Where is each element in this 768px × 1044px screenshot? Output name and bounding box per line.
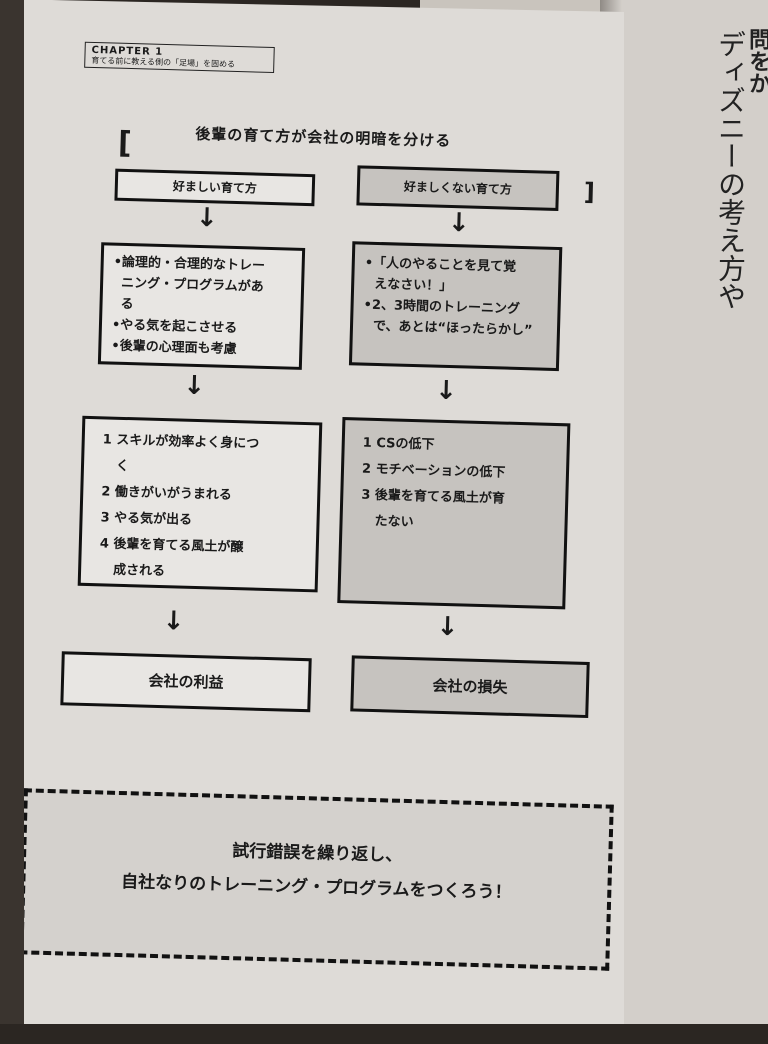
left-results-box: 1 スキルが効率よく身につ く 2 働きがいがうまれる 3 やる気が出る 4 後… [77,415,323,593]
right-page-text: ディズニーの考え方や [714,30,747,310]
right-results-box: 1 CSの低下 2 モチベーションの低下 3 後輩を育てる風土が育 たない [337,417,571,610]
right-header: 好ましくない育て方 [403,179,513,197]
bracket-close: ] [583,177,596,207]
left-header: 好ましい育て方 [172,179,258,196]
list-item: で、あとは“ほったらかし” [372,318,533,339]
arrow-down-icon: ↓ [195,202,219,234]
right-outcome: 会社の損失 [432,676,508,697]
arrow-down-icon: ↓ [182,370,206,402]
bracket-open: [ [117,125,133,162]
arrow-down-icon: ↓ [436,611,459,643]
right-page-heading: 問をか [745,28,768,94]
left-outcome: 会社の利益 [148,671,224,692]
left-outcome-box: 会社の利益 [60,651,312,713]
right-methods-box: •「人のやることを見て覚 えなさい！」 •2、3時間のトレーニング で、あとは“… [348,241,563,372]
right-page [600,0,768,1024]
list-item: •後輩の心理面も考慮 [111,338,237,358]
right-outcome-box: 会社の損失 [350,655,590,719]
book-page: CHAPTER 1 育てる前に教える側の「足場」を固める [ 後輩の育て方が会社… [24,0,624,1024]
list-item: 1 スキルが効率よく身につ [102,432,260,452]
arrow-down-icon: ↓ [434,375,458,407]
right-header-box: 好ましくない育て方 [356,165,560,212]
left-methods-box: •論理的・合理的なトレー ニング・プログラムがあ る •やる気を起こさせる •後… [97,242,306,370]
arrow-down-icon: ↓ [447,207,471,239]
list-item: たない [374,513,414,531]
left-header-box: 好ましい育て方 [114,168,316,207]
arrow-down-icon: ↓ [162,606,185,637]
list-item: 成される [112,562,166,580]
summary-callout: 試行錯誤を繰り返し、 自社なりのトレーニング・プログラムをつくろう！ [24,788,614,971]
chapter-header: CHAPTER 1 育てる前に教える側の「足場」を固める [84,41,275,74]
figure-title: 後輩の育て方が会社の明暗を分ける [195,124,452,150]
